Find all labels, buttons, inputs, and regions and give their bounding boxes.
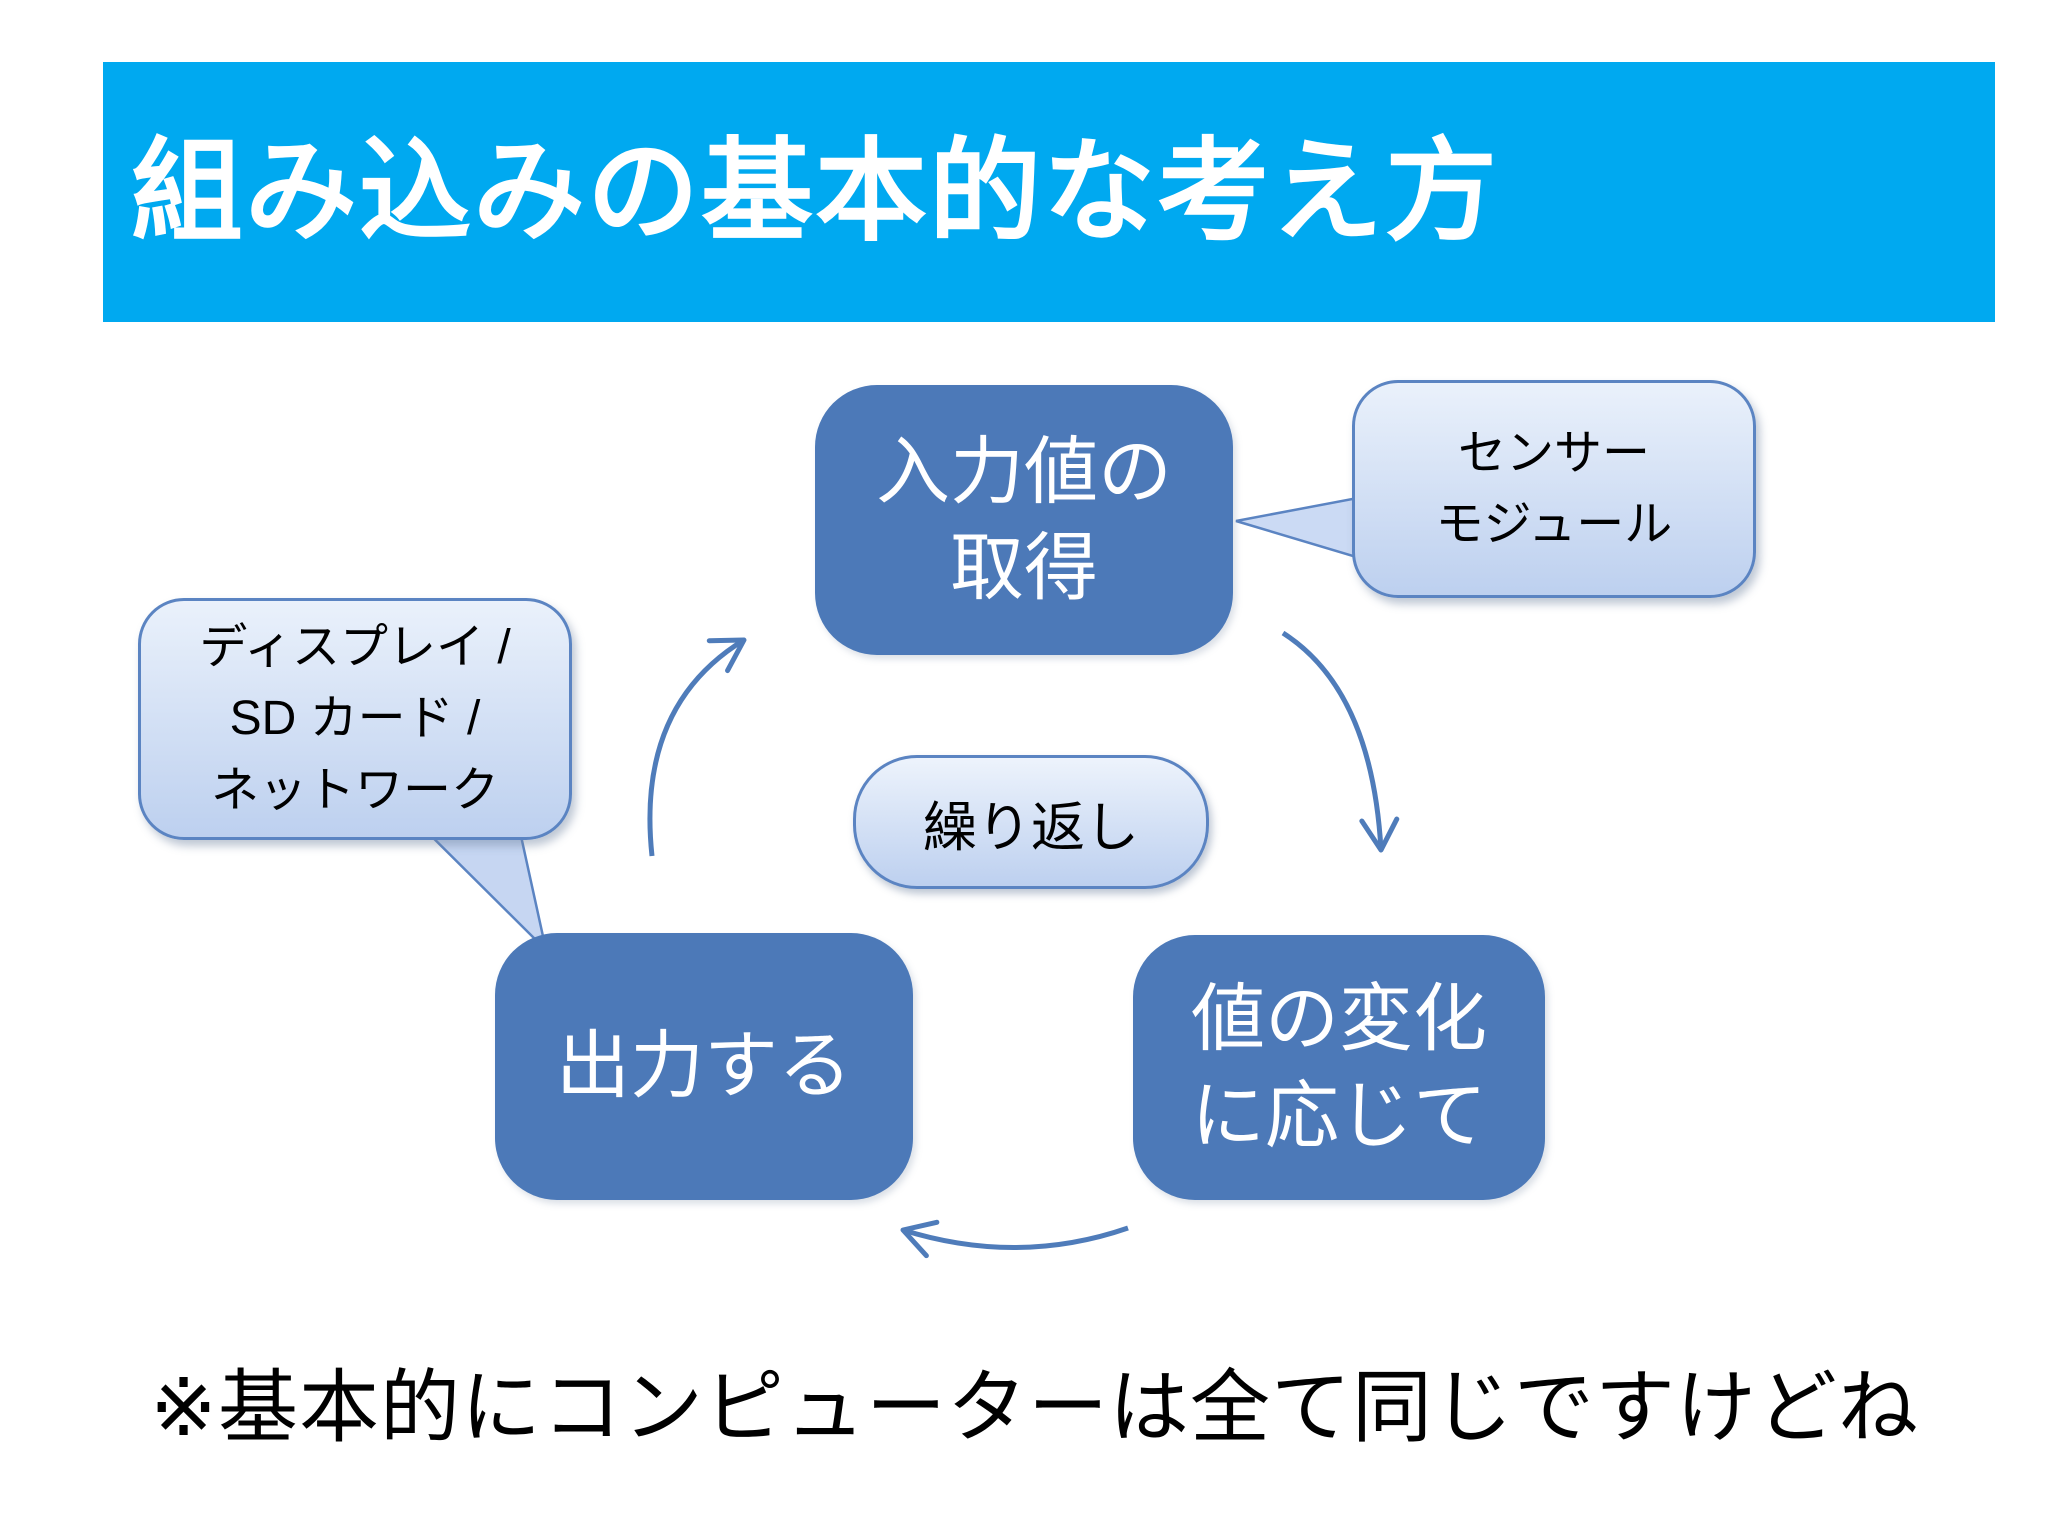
node-line: 値の変化 <box>1191 977 1487 1061</box>
callout-line: ディスプレイ / <box>199 621 511 675</box>
callout-line: モジュール <box>1435 498 1673 551</box>
callout-line: ネットワーク <box>210 763 499 817</box>
node-line: 入力値の <box>876 429 1172 513</box>
node-line: 出力する <box>556 1024 852 1108</box>
footnote: ※基本的にコンピューターは全て同じですけどね <box>150 1363 1920 1452</box>
callout-line: センサー <box>1457 426 1650 480</box>
repeat-label: 繰り返し <box>923 797 1139 858</box>
repeat-label-pill: 繰り返し <box>853 755 1209 889</box>
slide-title: 組み込みの基本的な考え方 <box>131 129 1499 254</box>
arrow-output-to-input <box>647 637 747 857</box>
callout-output-peripherals: ディスプレイ / SD カード / ネットワーク <box>138 598 572 840</box>
node-acquire-input: 入力値の 取得 <box>815 385 1233 655</box>
node-line: 取得 <box>950 526 1098 609</box>
node-line: に応じて <box>1191 1073 1487 1157</box>
callout-line: SD カード / <box>229 692 481 746</box>
title-bar: 組み込みの基本的な考え方 <box>103 62 1995 322</box>
arrow-input-to-respond <box>1281 630 1400 853</box>
node-output: 出力する <box>495 933 913 1200</box>
node-respond-to-change: 値の変化 に応じて <box>1133 935 1545 1200</box>
callout-sensor-module: センサー モジュール <box>1352 380 1756 598</box>
arrow-respond-to-output <box>900 1219 1129 1259</box>
